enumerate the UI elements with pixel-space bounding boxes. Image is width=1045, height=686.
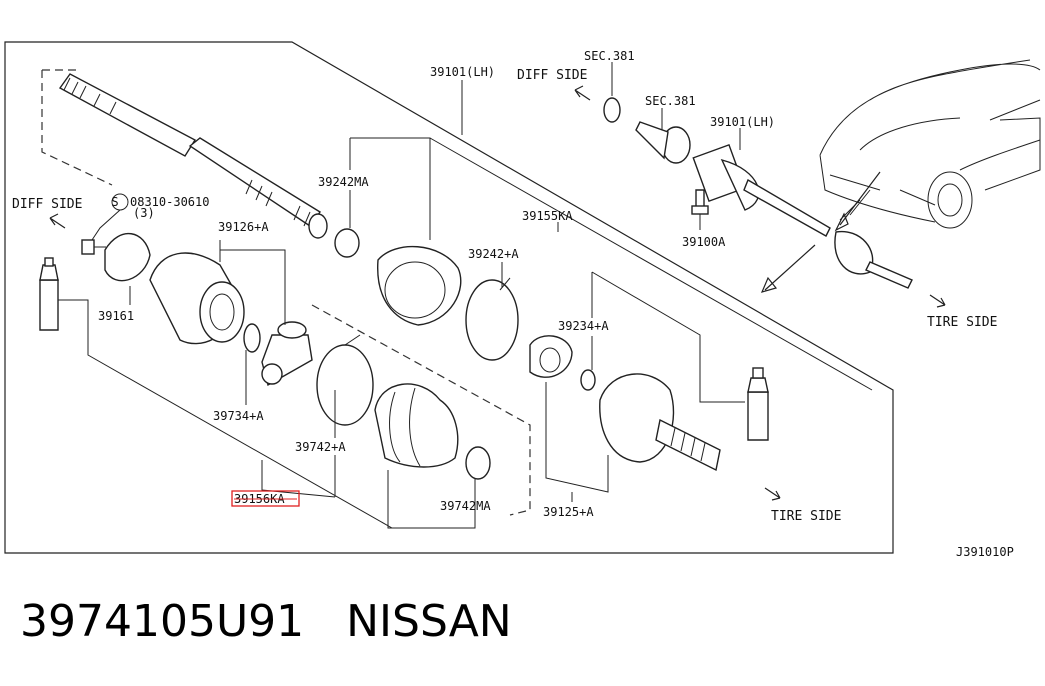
leader-39242MA — [349, 137, 873, 391]
highlight-box — [231, 490, 300, 507]
leader-39126A — [219, 222, 559, 325]
spider-assembly — [261, 321, 313, 387]
grease-tube-left — [39, 257, 59, 331]
shaft-group-outline — [41, 69, 113, 186]
brand-name: NISSAN — [346, 596, 512, 647]
tire-side-arrow-bottom — [764, 487, 781, 501]
leader-39742A — [261, 390, 336, 498]
snap-ring-39734A — [243, 323, 261, 353]
bolt-08310-30610 — [81, 239, 106, 255]
leader-39155KA — [591, 271, 745, 403]
label-39734A: 39734+A — [213, 409, 264, 423]
install-arrow-up — [834, 171, 881, 232]
label-39242MA: 39242MA — [318, 175, 369, 189]
bolt-39100A — [691, 189, 709, 215]
flange — [635, 121, 691, 164]
part-number: 3974105U91 — [20, 596, 305, 647]
inner-race-39234A — [529, 335, 573, 378]
boot-band-39242A — [465, 277, 519, 361]
inner-boot — [374, 383, 459, 468]
label-tire-side-right: TIRE SIDE — [927, 315, 997, 330]
diff-side-arrow-top — [574, 85, 591, 101]
boot-band-39742MA — [465, 446, 491, 480]
label-bolt-part: 08310-30610 — [130, 195, 209, 209]
seal-ring — [603, 97, 621, 123]
installed-shaft-assembly — [692, 143, 913, 289]
label-sec381-b: SEC.381 — [645, 94, 696, 108]
bolt-symbol: S — [111, 195, 118, 209]
housing-39126A — [149, 252, 245, 345]
boot-band-39742A — [316, 334, 374, 426]
label-39161: 39161 — [98, 309, 134, 323]
leader-grease-left — [58, 299, 393, 529]
label-39742MA: 39742MA — [440, 499, 491, 513]
dust-cover-39161 — [104, 232, 151, 282]
highlighted-part-39156KA: 39156KA — [231, 490, 300, 507]
label-tire-side-bottom: TIRE SIDE — [771, 509, 841, 524]
diagram-frame — [4, 41, 894, 554]
vehicle-illustration — [819, 59, 1041, 229]
label-39100A: 39100A — [682, 235, 726, 249]
label-39234A: 39234+A — [558, 319, 609, 333]
caption: 3974105U91 NISSAN — [20, 596, 512, 647]
label-39101-top: 39101(LH) — [430, 65, 495, 79]
install-arrow-down — [760, 244, 816, 293]
label-39126A: 39126+A — [218, 220, 269, 234]
label-39125A: 39125+A — [543, 505, 594, 519]
boot-kit-outline — [311, 304, 531, 516]
parts-diagram: 39101(LH) SEC.381 DIFF SIDE SEC.381 3910… — [4, 41, 1041, 559]
label-diff-side-left: DIFF SIDE — [12, 197, 82, 212]
diff-side-arrow-left — [49, 213, 66, 229]
diagram-code: J391010P — [956, 545, 1014, 559]
label-sec381-a: SEC.381 — [584, 49, 635, 63]
outer-joint-39125A — [599, 373, 721, 472]
label-diff-side-top: DIFF SIDE — [517, 68, 587, 83]
outer-boot — [377, 245, 462, 326]
label-39101-right: 39101(LH) — [710, 115, 775, 129]
drive-shaft — [58, 73, 328, 239]
circlip — [580, 369, 596, 391]
label-39242A: 39242+A — [468, 247, 519, 261]
grease-tube-right — [747, 367, 769, 441]
tire-side-arrow-right — [929, 294, 946, 308]
leader-39125A — [545, 382, 609, 502]
label-39742A: 39742+A — [295, 440, 346, 454]
leader-39742MA — [387, 470, 476, 529]
leader-bolt — [91, 209, 121, 241]
label-bolt-qty: (3) — [133, 206, 155, 220]
label-39155KA: 39155KA — [522, 209, 573, 223]
boot-band-39242MA — [334, 228, 360, 258]
